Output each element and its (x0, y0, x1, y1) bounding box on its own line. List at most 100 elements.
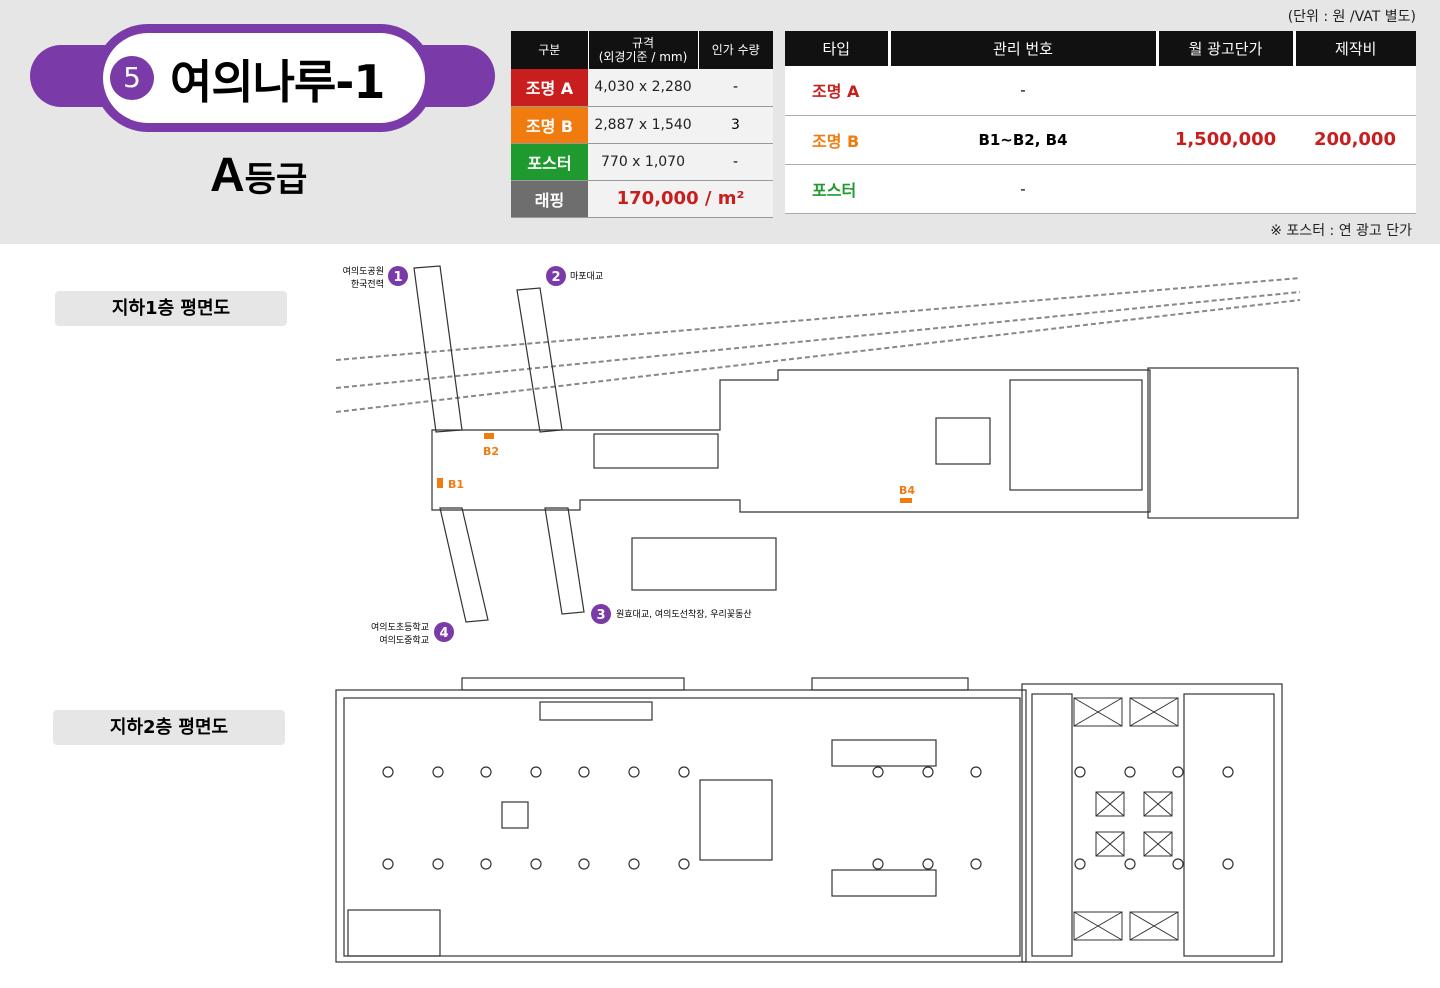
price-code: B1~B2, B4 (889, 115, 1157, 165)
passage-exit-2 (516, 287, 563, 433)
spec-type-wrapping: 래핑 (511, 180, 588, 218)
price-table: 타입 관리 번호 월 광고단가 제작비 조명 A - 조명 B B1~B2, B… (785, 31, 1416, 214)
b2-platform-inner (343, 697, 1021, 957)
spec-size: 770 x 1,070 (588, 143, 698, 181)
price-monthly (1157, 66, 1294, 116)
price-monthly: 1,500,000 (1157, 115, 1294, 165)
price-type-light-a: 조명 A (785, 66, 889, 116)
station-grade: A등급 (210, 148, 307, 203)
exit-label-1a: 여의도공원 (343, 265, 384, 277)
exit-label-4a: 여의도초등학교 (371, 621, 429, 633)
b1-escalator (935, 417, 991, 465)
price-header-monthly: 월 광고단가 (1157, 31, 1296, 66)
b1-gates (593, 433, 719, 469)
spec-qty: - (698, 143, 773, 181)
spec-row-light-a: 조명 A 4,030 x 2,280 - (511, 69, 773, 107)
b2-crossed-boxes (1073, 697, 1179, 941)
spec-type-light-a: 조명 A (511, 69, 588, 107)
passage-exit-4 (439, 507, 489, 623)
b2-east-room (1021, 683, 1283, 963)
spec-size: 2,887 x 1,540 (588, 106, 698, 144)
wrapping-price: 170,000 / m² (588, 180, 773, 218)
rail-line (335, 277, 1301, 361)
spec-qty: 3 (698, 106, 773, 144)
price-type-light-b: 조명 B (785, 115, 889, 165)
poster-note: ※ 포스터 : 연 광고 단가 (1270, 223, 1412, 239)
exit-badge-3 (591, 604, 611, 624)
grade-suffix: 등급 (244, 161, 308, 199)
ad-marker-b1-label: B1 (448, 478, 464, 491)
exit-number-3: 3 (596, 608, 605, 623)
spec-qty: - (698, 69, 773, 107)
b2-stairs-north (831, 739, 937, 767)
ad-marker-b2-label: B2 (483, 445, 499, 458)
b2-columns (382, 766, 1234, 870)
exit-label-3: 원효대교, 여의도선착장, 우리꽃동산 (616, 608, 752, 620)
price-row-poster: 포스터 - (785, 164, 1416, 214)
spec-header-size: 규격(외경기준 / mm) (588, 31, 699, 69)
b1-south-room (631, 537, 777, 591)
price-monthly (1157, 164, 1294, 214)
price-row-light-a: 조명 A - (785, 66, 1416, 116)
b2-floor-plan (335, 677, 1283, 963)
spec-type-poster: 포스터 (511, 143, 588, 181)
spec-header-qty: 인가 수량 (698, 31, 773, 69)
station-name: 여의나루-1 (170, 55, 385, 109)
exit-label-1b: 한국전력 (351, 278, 384, 290)
unit-note: (단위 : 원 /VAT 별도) (1287, 9, 1416, 25)
price-header-type: 타입 (785, 31, 891, 66)
exit-number-2: 2 (551, 270, 560, 285)
spec-type-light-b: 조명 B (511, 106, 588, 144)
b1-east-room (1147, 367, 1299, 519)
spec-table: 구분 규격(외경기준 / mm) 인가 수량 조명 A 4,030 x 2,28… (511, 31, 773, 218)
exit-badge-1 (388, 266, 408, 286)
price-header-production: 제작비 (1294, 31, 1416, 66)
exit-number-4: 4 (439, 626, 448, 641)
ad-marker-b4 (900, 498, 912, 503)
price-type-poster: 포스터 (785, 164, 889, 214)
exit-label-4b: 여의도중학교 (379, 634, 429, 646)
exit-badge-4 (434, 622, 454, 642)
spec-row-wrapping: 래핑 170,000 / m² (511, 180, 773, 218)
spec-size: 4,030 x 2,280 (588, 69, 698, 107)
b2-upper-wing (461, 677, 685, 691)
passage-exit-1 (413, 265, 463, 433)
floor-label-b1: 지하1층 평면도 (55, 291, 287, 326)
spec-row-light-b: 조명 B 2,887 x 1,540 3 (511, 106, 773, 144)
rail-line (335, 291, 1301, 389)
ad-marker-b4-label: B4 (899, 484, 915, 497)
spec-header-size-sub: (외경기준 / mm) (598, 50, 688, 64)
price-header-row: 타입 관리 번호 월 광고단가 제작비 (785, 31, 1416, 66)
spec-header-type: 구분 (511, 31, 589, 69)
b2-east-column (1031, 693, 1073, 957)
b2-upper-wing-2 (811, 677, 969, 691)
passage-exit-3 (544, 507, 585, 615)
ad-marker-b2 (484, 433, 494, 439)
price-code: - (889, 164, 1157, 214)
b2-room-n (539, 701, 653, 721)
spec-row-poster: 포스터 770 x 1,070 - (511, 143, 773, 181)
price-production (1294, 164, 1416, 214)
grade-letter: A (210, 149, 245, 202)
price-header-code: 관리 번호 (889, 31, 1159, 66)
b2-room-sw (347, 909, 441, 957)
exit-label-2: 마포대교 (570, 271, 603, 282)
b2-escalator (699, 779, 773, 861)
price-code: - (889, 66, 1157, 116)
spec-header-row: 구분 규격(외경기준 / mm) 인가 수량 (511, 31, 773, 69)
b1-floor-plan: B2 B1 B4 1 여의도공원 한국전력 2 마포대교 3 원효대교, 여의도… (335, 265, 1301, 646)
b1-concourse-outline (431, 369, 1151, 513)
floor-label-b2: 지하2층 평면도 (53, 710, 285, 745)
price-production (1294, 66, 1416, 116)
exit-number-1: 1 (393, 270, 402, 285)
spec-header-size-title: 규격 (631, 36, 655, 50)
b1-fare-area (1009, 379, 1143, 491)
rail-line (335, 299, 1301, 413)
b2-east-hall (1183, 693, 1275, 957)
ad-marker-b1 (437, 478, 443, 488)
b2-elevator (501, 801, 529, 829)
price-row-light-b: 조명 B B1~B2, B4 1,500,000 200,000 (785, 115, 1416, 165)
title-pill-inner (103, 33, 425, 123)
station-number-badge: 5 (110, 56, 154, 100)
